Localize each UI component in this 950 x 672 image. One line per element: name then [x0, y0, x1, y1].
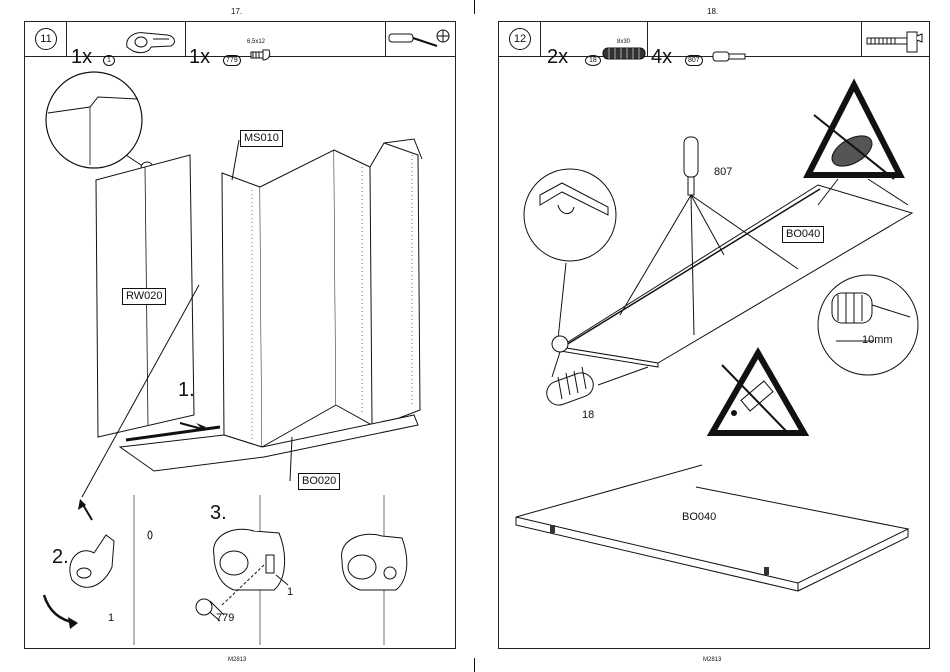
callout-screw: 779	[216, 612, 234, 624]
callout-cam-2: 1	[287, 586, 293, 598]
cam-connector-icon	[121, 27, 181, 55]
step-3-marker: 3.	[210, 502, 227, 525]
part-label-rw020: RW020	[122, 288, 166, 305]
step-11-drawing	[24, 55, 454, 647]
footer-code-right: M2813	[703, 657, 721, 663]
step-1-marker: 1.	[178, 379, 195, 402]
part-size: 8x30	[617, 39, 630, 45]
step-number: 12	[509, 28, 531, 50]
part-label-bo040-lower: BO040	[682, 511, 716, 523]
callout-cam: 1	[108, 612, 114, 624]
screwdriver-icon	[387, 26, 453, 54]
page-number-right: 18.	[707, 7, 718, 16]
step-12-drawing	[498, 55, 928, 647]
callout-807: 807	[714, 166, 732, 178]
crop-mark-top	[474, 0, 475, 14]
part-size: 6,5x12	[247, 39, 265, 45]
step-2-marker: 2.	[52, 546, 69, 569]
crop-mark-bottom	[474, 658, 475, 672]
part-label-bo040: BO040	[782, 226, 824, 243]
footer-code-left: M2813	[228, 657, 246, 663]
part-label-bo020: BO020	[298, 473, 340, 490]
callout-18: 18	[582, 409, 594, 421]
part-label-ms010: MS010	[240, 130, 283, 147]
page-number-left: 17.	[231, 7, 242, 16]
step-number: 11	[35, 28, 57, 50]
hammer-icon	[867, 32, 923, 54]
dimension-10mm: 10mm	[862, 334, 893, 346]
